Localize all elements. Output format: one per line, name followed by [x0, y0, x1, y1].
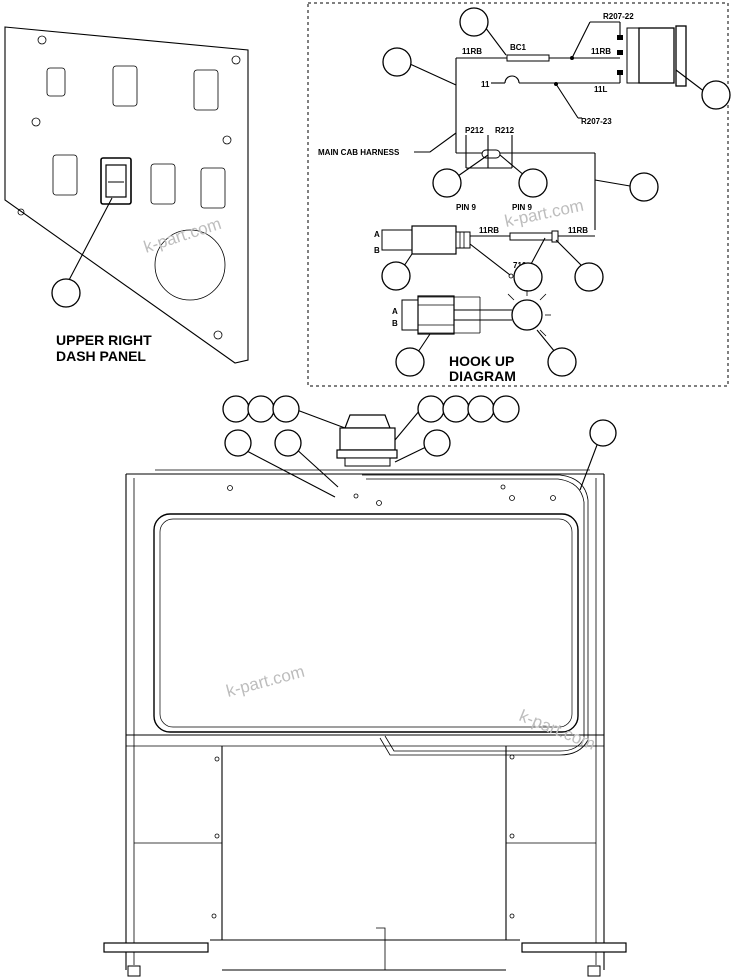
- left-foot: [103, 942, 209, 953]
- panel-hole: [17, 208, 25, 216]
- watermark: k-part.com: [517, 706, 599, 754]
- hookup-diagram: R207-22 BC1 11RB 11RB 11 11L R207-23 MAI…: [307, 2, 731, 387]
- callout-bubble: [513, 262, 543, 292]
- panel-hole: [222, 135, 232, 145]
- switch-cutout: [150, 163, 176, 205]
- callout-bubble: [417, 395, 445, 423]
- right-foot: [521, 942, 627, 953]
- panel-large-hole: [154, 229, 226, 301]
- callout-bubble: [467, 395, 495, 423]
- callout-bubble: [395, 347, 425, 377]
- callout-bubble: [589, 419, 617, 447]
- callout-bubble: [222, 395, 250, 423]
- cab-callouts: [222, 395, 617, 498]
- connector-pin-a: A: [374, 230, 380, 239]
- switch-cutout: [112, 65, 138, 107]
- wire-label-bc1: BC1: [510, 43, 527, 52]
- callout-bubble: [547, 347, 577, 377]
- cab-frame: [103, 414, 627, 977]
- callout-bubble: [629, 172, 659, 202]
- plug-boot: [455, 231, 471, 249]
- wire-label-r212: R212: [495, 126, 515, 135]
- switch-cutout: [46, 67, 66, 97]
- wire-label-11rb: 11RB: [462, 47, 482, 56]
- callout-bubble: [518, 168, 548, 198]
- beacon-base: [336, 449, 398, 459]
- callout-bubble: [432, 168, 462, 198]
- wire-sleeve: [509, 232, 553, 241]
- pin-label: PIN 9: [456, 203, 477, 212]
- switch-body: [626, 27, 640, 84]
- panel-hole: [213, 330, 223, 340]
- panel-hole: [37, 35, 47, 45]
- callout-bubble: [381, 261, 411, 291]
- wire-label-11rb: 11RB: [479, 226, 499, 235]
- panel-hole: [31, 117, 41, 127]
- rocker-switch-face: [105, 164, 127, 198]
- hookup-title-line2: DIAGRAM: [449, 368, 516, 384]
- panel-hole: [231, 55, 241, 65]
- callout-bubble: [51, 278, 81, 308]
- hookup-border: [307, 2, 729, 387]
- beacon-bulb: [511, 299, 543, 331]
- switch-cutout: [52, 154, 78, 196]
- hookup-title-line1: HOOK UP: [449, 353, 514, 369]
- beacon-lens: [339, 427, 396, 451]
- plug-body: [411, 225, 457, 255]
- lamp-connector: [401, 299, 419, 331]
- connector-pin-b: B: [374, 246, 380, 255]
- callout-bubble: [272, 395, 300, 423]
- wire-label-p212: P212: [465, 126, 484, 135]
- wire-label-11: 11: [481, 80, 490, 89]
- panel-title-line1: UPPER RIGHT: [56, 332, 152, 348]
- main-cab-harness-label: MAIN CAB HARNESS: [318, 148, 400, 157]
- callout-bubble: [274, 429, 302, 457]
- callout-bubble: [247, 395, 275, 423]
- plug-connector: [381, 229, 413, 251]
- rocker-switch: [100, 157, 132, 205]
- callout-bubble: [574, 262, 604, 292]
- pin-label: PIN 9: [512, 203, 533, 212]
- switch-rocker: [675, 25, 687, 87]
- wire-label-11rb: 11RB: [568, 226, 588, 235]
- connector-pin-b: B: [392, 319, 398, 328]
- lamp-plug: [417, 295, 455, 335]
- dash-panel-outline: [4, 26, 249, 364]
- callout-bubble: [701, 80, 731, 110]
- window-glass: [153, 513, 579, 733]
- wire-label-11rb: 11RB: [591, 47, 611, 56]
- callout-bubble: [224, 429, 252, 457]
- watermark: k-part.com: [141, 214, 223, 257]
- connector-pin-a: A: [392, 307, 398, 316]
- switch-housing: [638, 27, 675, 84]
- callout-bubble: [492, 395, 520, 423]
- wire-label-11l: 11L: [594, 85, 607, 94]
- beacon-mount: [344, 457, 391, 467]
- callout-bubble: [459, 7, 489, 37]
- callout-bubble: [442, 395, 470, 423]
- switch-cutout: [200, 167, 226, 209]
- callout-bubble: [423, 429, 451, 457]
- dash-panel: UPPER RIGHT DASH PANEL: [4, 26, 249, 364]
- panel-title-line2: DASH PANEL: [56, 348, 146, 364]
- switch-cutout: [193, 69, 219, 111]
- wire-label-r207-23: R207-23: [581, 117, 612, 126]
- watermark: k-part.com: [224, 662, 306, 701]
- callout-bubble: [382, 47, 412, 77]
- beacon-dome: [344, 414, 391, 429]
- wire-label-r207-22: R207-22: [603, 12, 634, 21]
- fuse-bc1: [506, 54, 550, 62]
